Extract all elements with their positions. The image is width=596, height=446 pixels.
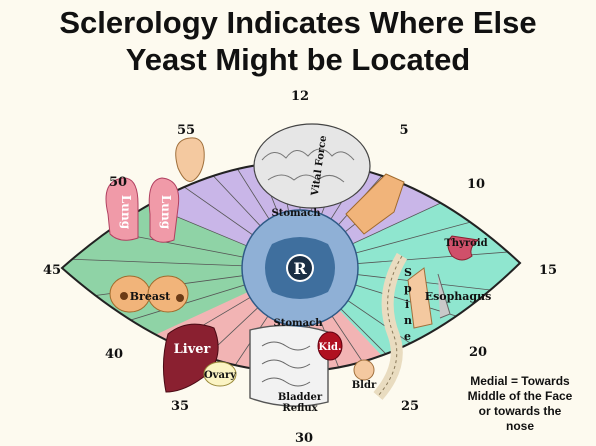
bladder-reflux-label-2: Reflux [282, 403, 318, 414]
ovary-label: Ovary [204, 370, 237, 381]
bladder-icon [354, 360, 374, 380]
thyroid-label: Thyroid [444, 238, 487, 249]
note-line-3: or towards the [446, 404, 594, 419]
title-line-1: Sclerology Indicates Where Else [0, 4, 596, 41]
stomach-bottom-label: Stomach [274, 318, 324, 329]
bladder-label: Bldr [352, 380, 377, 391]
clock-20: 20 [469, 345, 487, 360]
clock-30: 30 [295, 431, 313, 446]
kidney-label: Kid. [319, 342, 342, 353]
clock-40: 40 [105, 347, 123, 362]
stomach-top-label: Stomach [272, 208, 322, 219]
clock-35: 35 [171, 399, 189, 414]
clock-45: 45 [43, 263, 61, 278]
spine-letter: e [404, 330, 411, 343]
clock-25: 25 [401, 399, 419, 414]
spine-letter: p [404, 282, 412, 295]
liver-label: Liver [174, 342, 211, 357]
lung-right-label: Lung [159, 195, 173, 230]
right-eye-letter: R [293, 259, 307, 278]
note-line-1: Medial = Towards [446, 374, 594, 389]
ear-icon [176, 138, 205, 182]
bladder-reflux-label-1: Bladder [278, 392, 323, 403]
spine-letter: n [404, 314, 412, 327]
spine-letter: S [404, 266, 412, 279]
clock-5: 5 [399, 123, 408, 138]
title-line-2: Yeast Might be Located [0, 41, 596, 78]
spine-letter: i [405, 298, 409, 311]
slide-title: Sclerology Indicates Where Else Yeast Mi… [0, 4, 596, 78]
clock-10: 10 [467, 177, 485, 192]
note-line-4: nose [446, 419, 594, 434]
clock-15: 15 [539, 263, 557, 278]
lung-left-label: Lung [119, 195, 133, 230]
breast-label: Breast [130, 290, 171, 303]
note-line-2: Middle of the Face [446, 389, 594, 404]
esophagus-label: Esophagus [425, 290, 492, 303]
clock-50: 50 [109, 175, 127, 190]
clock-55: 55 [177, 123, 195, 138]
clock-12: 12 [291, 89, 309, 104]
medial-note: Medial = Towards Middle of the Face or t… [446, 374, 594, 434]
